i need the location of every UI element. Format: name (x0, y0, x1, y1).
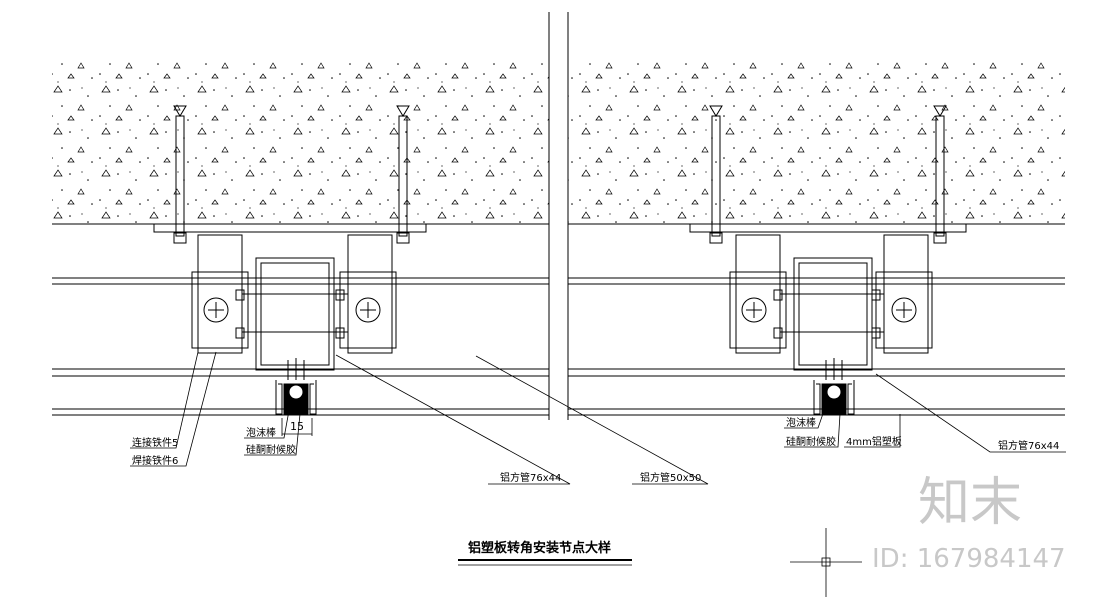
right-connector-right (875, 234, 933, 354)
left-detail (52, 12, 550, 420)
label-panel-4mm: 4mm铝塑板 (846, 435, 902, 448)
right-rails (568, 277, 1065, 416)
label-tube-50x50: 铝方管50x50 (640, 471, 701, 484)
label-foam-rod-right: 泡沫棒 (786, 416, 816, 429)
watermark-id: ID: 167984147 (872, 544, 1066, 574)
left-anchor-bolt-2 (396, 105, 410, 244)
label-foam-rod-left: 泡沫棒 (246, 426, 276, 439)
label-weld-6: 焊接铁件6 (132, 454, 178, 467)
label-sealant-left: 硅酮耐候胶 (246, 443, 296, 456)
right-anchor-bolt-2 (933, 105, 947, 244)
left-base-plate (153, 223, 427, 233)
label-sealant-right: 硅酮耐候胶 (786, 435, 836, 448)
left-concrete-slab (52, 62, 549, 224)
right-connector-left (729, 234, 787, 354)
left-connector-left (191, 234, 249, 354)
label-tube-76x44-right: 铝方管76x44 (998, 439, 1059, 452)
left-tube-76x44 (235, 257, 348, 371)
right-concrete-slab (568, 62, 1065, 224)
origin-crosshair (790, 528, 862, 597)
left-anchor-bolt-1 (173, 105, 187, 244)
label-connector-5: 连接铁件5 (132, 436, 178, 449)
right-tube-76x44 (773, 257, 884, 371)
dimension-15: 15 (290, 420, 304, 433)
right-sealant-joint (813, 358, 855, 415)
drawing-title: 铝塑板转角安装节点大样 (468, 540, 611, 556)
right-detail (567, 12, 1065, 420)
leader-lines (130, 351, 1066, 485)
left-sealant-joint (275, 358, 317, 415)
right-anchor-bolt-1 (709, 105, 723, 244)
left-connector-right (339, 234, 397, 354)
label-tube-76x44-left: 铝方管76x44 (500, 471, 561, 484)
watermark-brand: 知末 (918, 473, 1022, 533)
right-base-plate (689, 223, 967, 233)
